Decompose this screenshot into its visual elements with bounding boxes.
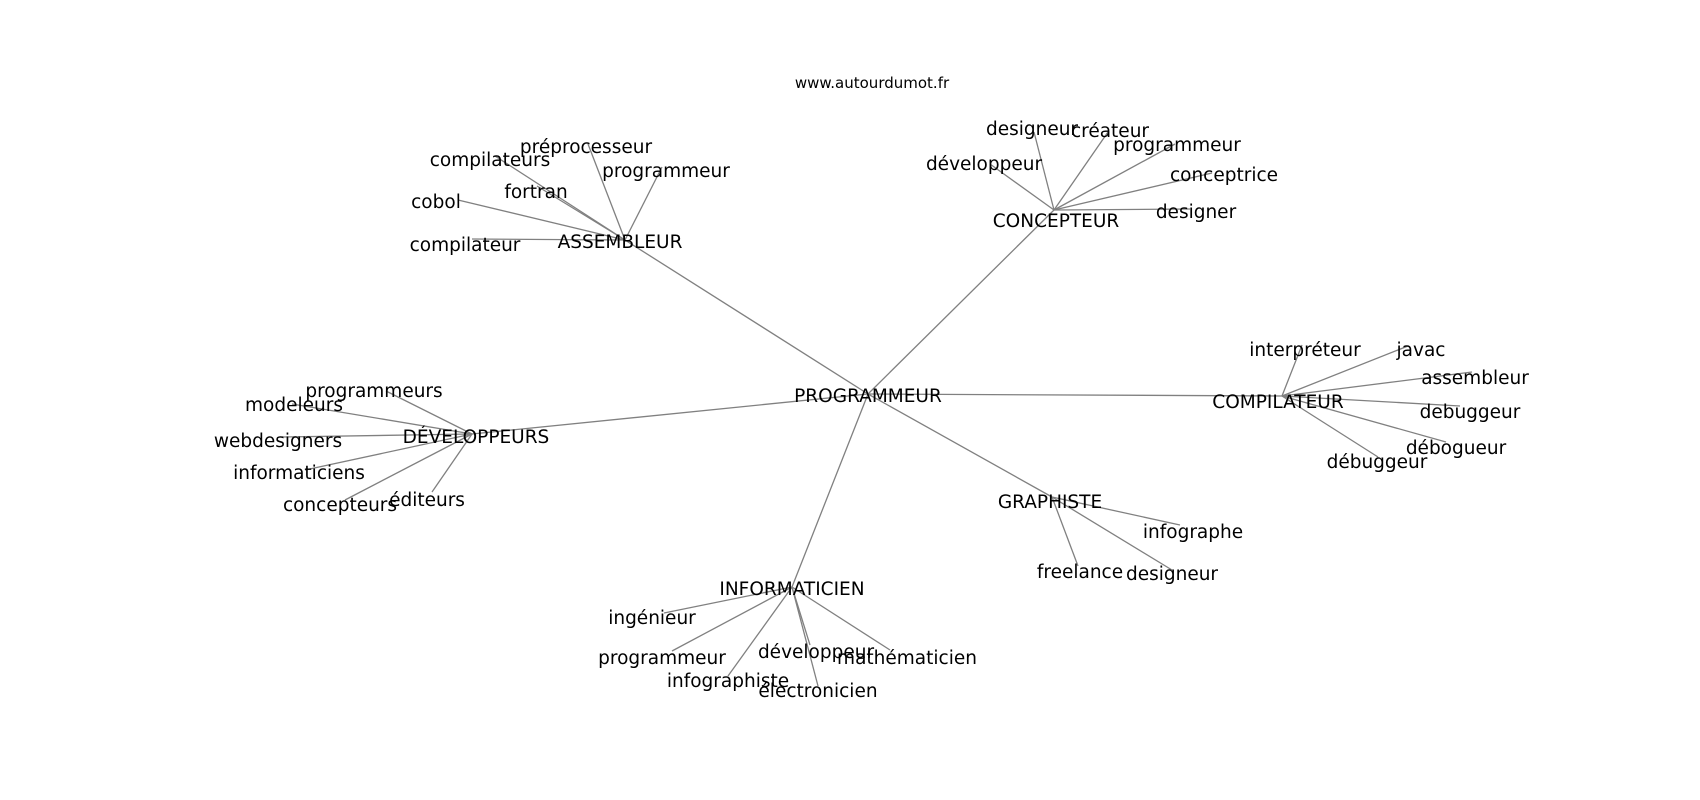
edge-center-concepteur xyxy=(867,209,1055,395)
leaf-node-concepteur-designeur[interactable]: designeur xyxy=(986,119,1078,140)
leaf-node-graphiste-infographe[interactable]: infographe xyxy=(1143,522,1243,543)
hub-node-graphiste[interactable]: GRAPHISTE xyxy=(998,492,1102,513)
hub-node-developpeurs[interactable]: DÉVELOPPEURS xyxy=(403,426,550,448)
edge-assembleur-fortran xyxy=(536,185,626,241)
leaf-node-informaticien-mathematicien[interactable]: mathématicien xyxy=(837,648,977,669)
leaf-node-assembleur-fortran[interactable]: fortran xyxy=(504,182,567,203)
hub-node-assembleur[interactable]: ASSEMBLEUR xyxy=(558,232,683,253)
edge-compilateur-assembleur xyxy=(1281,371,1473,397)
edge-assembleur-preprocesseur xyxy=(587,143,626,241)
edge-concepteur-designer xyxy=(1053,208,1191,211)
edge-concepteur-programmeur xyxy=(1053,143,1176,211)
edge-developpeurs-programmeurs xyxy=(385,390,473,435)
leaf-node-concepteur-developpeur[interactable]: développeur xyxy=(926,154,1043,175)
leaf-node-graphiste-designeur[interactable]: designeur xyxy=(1126,564,1218,585)
edge-center-graphiste xyxy=(867,393,1053,498)
labels: www.autourdumot.fr PROGRAMMEUR ASSEMBLEUR… xyxy=(214,74,1529,702)
edge-center-developpeurs xyxy=(471,393,869,435)
leaf-node-developpeurs-concepteurs[interactable]: concepteurs xyxy=(283,495,397,516)
edge-center-informaticien xyxy=(791,393,869,588)
leaf-node-concepteur-programmeur[interactable]: programmeur xyxy=(1113,135,1241,156)
edge-center-assembleur xyxy=(624,239,869,395)
hub-node-concepteur[interactable]: CONCEPTEUR xyxy=(993,211,1120,232)
leaf-node-concepteur-designer[interactable]: designer xyxy=(1156,202,1237,223)
leaf-node-compilateur-assembleur[interactable]: assembleur xyxy=(1421,368,1529,389)
edge-graphiste-freelance xyxy=(1051,496,1079,567)
center-node-label[interactable]: PROGRAMMEUR xyxy=(794,386,942,407)
edge-concepteur-designeur xyxy=(1033,131,1055,211)
leaf-node-developpeurs-modeleurs[interactable]: modeleurs xyxy=(245,395,343,416)
edge-informaticien-programmeur xyxy=(671,586,793,652)
leaf-node-compilateur-javac[interactable]: javac xyxy=(1396,340,1446,361)
edge-center-compilateur xyxy=(867,393,1283,397)
edges xyxy=(281,131,1473,687)
edge-informaticien-electronicien xyxy=(791,586,819,687)
leaf-node-informaticien-programmeur[interactable]: programmeur xyxy=(598,648,726,669)
source-label: www.autourdumot.fr xyxy=(795,74,950,92)
leaf-node-developpeurs-webdesigners[interactable]: webdesigners xyxy=(214,431,342,452)
leaf-node-informaticien-infographiste[interactable]: infographiste xyxy=(667,671,789,692)
edge-concepteur-createur xyxy=(1053,131,1109,211)
leaf-node-concepteur-conceptrice[interactable]: conceptrice xyxy=(1170,165,1278,186)
leaf-node-assembleur-compilateurs[interactable]: compilateurs xyxy=(430,150,550,171)
hub-node-compilateur[interactable]: COMPILATEUR xyxy=(1212,392,1344,413)
hub-node-informaticien[interactable]: INFORMATICIEN xyxy=(719,579,864,600)
leaf-node-compilateur-debuggeur[interactable]: debuggeur xyxy=(1420,402,1521,423)
edge-concepteur-developpeur xyxy=(989,163,1055,211)
leaf-node-graphiste-freelance[interactable]: freelance xyxy=(1037,562,1123,583)
leaf-node-developpeurs-editeurs[interactable]: éditeurs xyxy=(389,490,465,511)
leaf-node-informaticien-electronicien[interactable]: électronicien xyxy=(758,681,877,702)
edge-developpeurs-informaticiens xyxy=(304,433,473,471)
edge-compilateur-javac xyxy=(1281,345,1409,397)
edge-informaticien-mathematicien xyxy=(791,586,891,651)
edge-developpeurs-modeleurs xyxy=(291,403,473,435)
edge-compilateur-debogueur xyxy=(1281,395,1447,443)
leaf-node-assembleur-programmeur[interactable]: programmeur xyxy=(602,161,730,182)
leaf-node-compilateur-debogueur[interactable]: débogueur xyxy=(1406,438,1507,459)
edge-assembleur-compilateur xyxy=(471,238,626,241)
leaf-node-assembleur-preprocesseur[interactable]: préprocesseur xyxy=(520,137,653,158)
leaf-node-compilateur-interpreteur[interactable]: interpréteur xyxy=(1249,340,1361,361)
edge-compilateur-debuggeur xyxy=(1281,395,1379,458)
leaf-node-compilateur-debuggeur[interactable]: débuggeur xyxy=(1327,452,1428,473)
leaf-node-developpeurs-informaticiens[interactable]: informaticiens xyxy=(233,463,365,484)
edge-developpeurs-concepteurs xyxy=(344,433,473,501)
edge-informaticien-ingenieur xyxy=(663,586,793,614)
leaf-node-assembleur-compilateur[interactable]: compilateur xyxy=(410,235,521,256)
edge-assembleur-programmeur xyxy=(624,166,663,241)
leaf-node-developpeurs-programmeurs[interactable]: programmeurs xyxy=(305,381,442,402)
edge-compilateur-interpreteur xyxy=(1281,344,1303,397)
edge-developpeurs-editeurs xyxy=(431,433,473,493)
edge-assembleur-cobol xyxy=(457,199,626,241)
edge-informaticien-infographiste xyxy=(727,586,793,677)
leaf-node-assembleur-cobol[interactable]: cobol xyxy=(411,192,461,213)
edge-compilateur-debuggeur xyxy=(1281,395,1461,407)
edge-graphiste-infographe xyxy=(1051,496,1181,526)
edge-developpeurs-webdesigners xyxy=(281,433,473,438)
leaf-node-concepteur-createur[interactable]: créateur xyxy=(1071,121,1149,142)
leaf-node-informaticien-developpeur[interactable]: développeur xyxy=(758,642,875,663)
edge-concepteur-conceptrice xyxy=(1053,172,1213,211)
edge-graphiste-designeur xyxy=(1051,496,1173,571)
leaf-node-informaticien-ingenieur[interactable]: ingénieur xyxy=(608,608,696,629)
